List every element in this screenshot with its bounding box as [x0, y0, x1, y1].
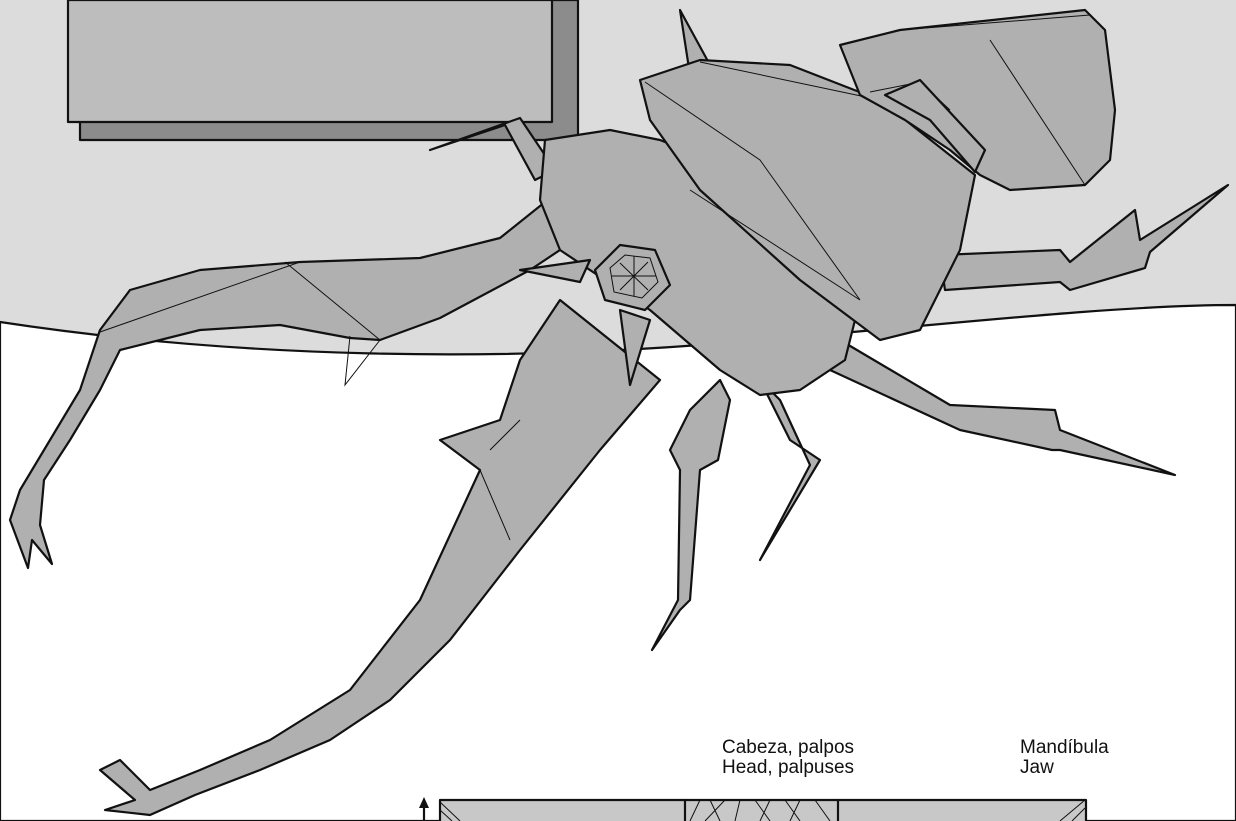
label-head-palpuses: Cabeza, palpos Head, palpuses	[722, 738, 854, 778]
label-head-spanish: Cabeza, palpos	[722, 738, 854, 758]
label-jaw-spanish: Mandíbula	[1020, 738, 1109, 758]
label-head-english: Head, palpuses	[722, 758, 854, 778]
crease-pattern-strip	[419, 797, 1086, 821]
label-jaw-english: Jaw	[1020, 758, 1109, 778]
frame-face	[68, 0, 552, 122]
label-jaw: Mandíbula Jaw	[1020, 738, 1109, 778]
picture-frame	[68, 0, 578, 140]
